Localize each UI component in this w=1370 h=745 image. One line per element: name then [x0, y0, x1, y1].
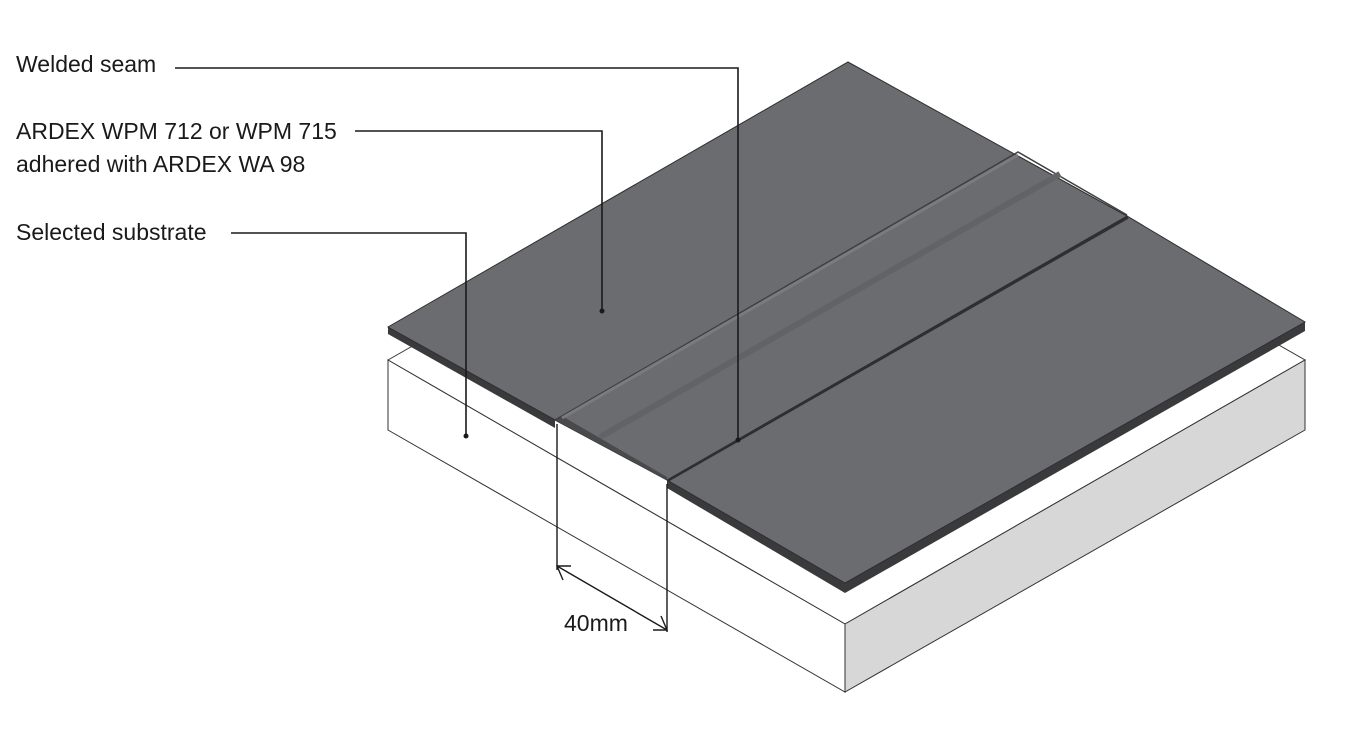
dimension-line: [556, 565, 668, 631]
label-welded-seam: Welded seam: [16, 51, 156, 77]
leader-substrate: [231, 232, 467, 436]
leader-welded-seam-dot: [735, 437, 741, 443]
leader-membrane-dot: [599, 308, 605, 314]
overlap-dimension: 40mm: [555, 424, 669, 636]
membrane-right-side-right: [845, 322, 1305, 593]
leader-lines: [175, 67, 741, 443]
dimension-label: 40mm: [564, 610, 628, 636]
seam-ridge-highlight: [561, 153, 1019, 420]
membrane-sheet-left: [386, 61, 1129, 481]
leader-membrane: [355, 130, 603, 311]
label-membrane-line2: adhered with ARDEX WA 98: [16, 151, 305, 177]
label-membrane-line1: ARDEX WPM 712 or WPM 715: [16, 118, 337, 144]
dimension-arrow-left: [555, 565, 571, 581]
seam-ridge-shadow: [598, 171, 1062, 440]
membrane-overlap-edge: [554, 151, 1128, 421]
membrane-right-side-front: [667, 480, 845, 593]
leader-substrate-dot: [463, 433, 469, 439]
membrane-left-side-front: [388, 327, 555, 428]
callout-labels: Welded seam ARDEX WPM 712 or WPM 715 adh…: [16, 51, 337, 245]
substrate-right-face: [844, 359, 1306, 693]
membrane-overlap-step: [555, 416, 667, 480]
dimension-arrow-right: [653, 615, 669, 631]
leader-welded-seam: [175, 67, 739, 440]
label-substrate: Selected substrate: [16, 219, 207, 245]
